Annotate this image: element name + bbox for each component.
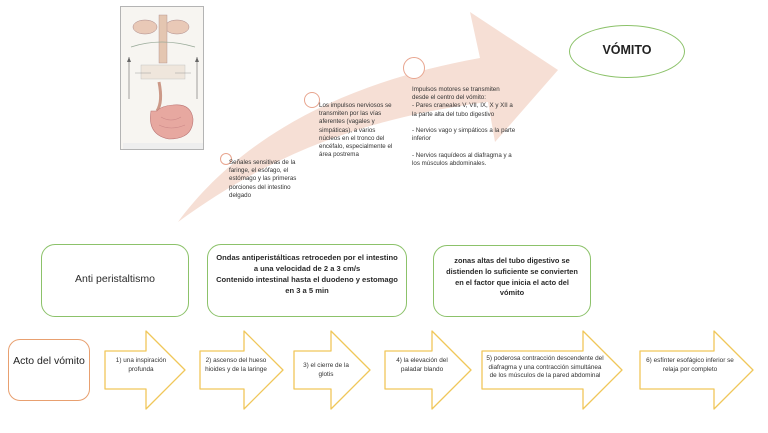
chevron-2: [199, 330, 284, 410]
acto-step-4: 4) la elevación del paladar blando: [396, 357, 448, 373]
antiperistaltismo-box: Anti peristaltismo: [41, 244, 189, 317]
step-marker-3: [403, 57, 425, 79]
acto-step-2: 2) ascenso del hueso hioides y de la lar…: [205, 357, 267, 373]
chevron-1: [104, 330, 186, 410]
title-oval: VÓMITO: [569, 25, 685, 78]
chevron-4: [384, 330, 472, 410]
zonas-text: zonas altas del tubo digestivo se distie…: [446, 256, 578, 298]
ondas-text: Ondas antiperistálticas retroceden por e…: [216, 253, 398, 295]
acto-step-3: 3) el cierre de la glotis: [303, 362, 349, 378]
acto-step-6: 6) esfínter esofágico inferior se relaja…: [646, 357, 734, 373]
antiperistaltismo-label: Anti peristaltismo: [75, 273, 155, 285]
chevron-6: [639, 330, 754, 410]
step-text-2: Los impulsos nerviosos se transmiten por…: [319, 102, 393, 159]
chevron-5: [481, 330, 623, 410]
acto-del-vomito-box: Acto del vómito: [8, 339, 90, 401]
step-marker-1: [220, 153, 232, 165]
zonas-box: zonas altas del tubo digestivo se distie…: [433, 245, 591, 317]
page-title: VÓMITO: [602, 43, 652, 57]
vomiting-reflex-illustration: [120, 6, 204, 150]
step-text-1: Señales sensitivas de la faringe, el esó…: [229, 159, 297, 199]
step-text-3: Impulsos motores se transmiten desde el …: [412, 86, 516, 167]
step-marker-2: [304, 92, 320, 108]
acto-step-1: 1) una inspiración profunda: [115, 357, 167, 373]
chevron-3: [293, 330, 371, 410]
acto-step-5: 5) poderosa contracción descendente del …: [486, 355, 604, 379]
ondas-box: Ondas antiperistálticas retroceden por e…: [207, 244, 407, 317]
acto-label: Acto del vómito: [13, 355, 85, 367]
